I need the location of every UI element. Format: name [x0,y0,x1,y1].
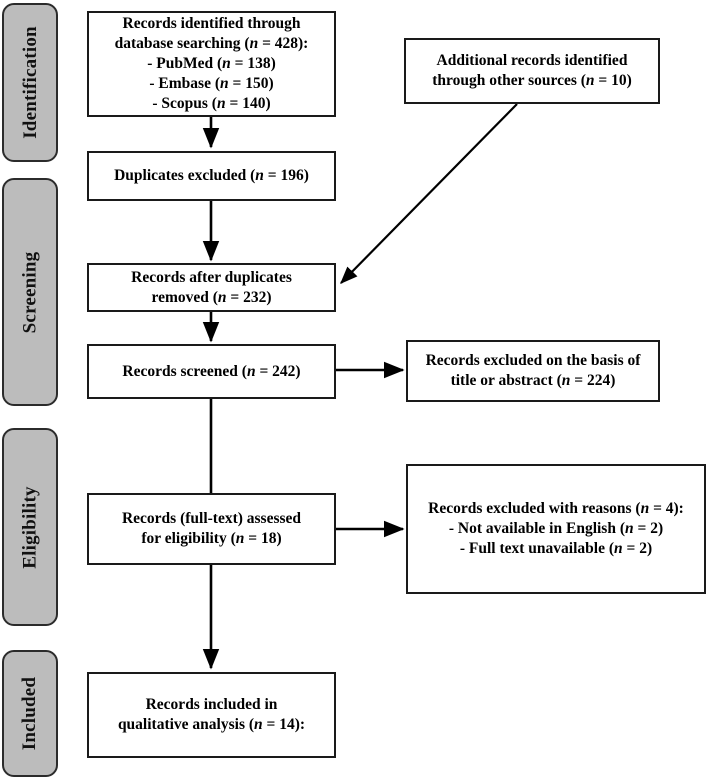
stage-tab-screening: Screening [2,178,58,406]
connector-additional-to-after [340,103,518,284]
box-records-excluded-with-reasons: Records excluded with reasons (n = 4): -… [406,464,706,594]
box-records-included-qualitative-text: Records included in qualitative analysis… [117,696,306,733]
box-records-after-duplicates-text: Records after duplicates removed (n = 23… [131,268,292,306]
box-duplicates-excluded-text: Duplicates excluded (n = 196) [114,167,309,185]
box-records-excluded-title-abstract-text: Records excluded on the basis of title o… [425,352,641,389]
box-records-included-qualitative: Records included in qualitative analysis… [87,672,336,758]
stage-tab-identification-label: Identification [19,26,41,139]
box-fulltext-assessed: Records (full-text) assessed for eligibi… [87,493,336,565]
stage-tab-screening-label: Screening [19,251,41,333]
stage-tab-identification: Identification [2,3,58,162]
box-additional-records-text: Additional records identified through ot… [432,52,632,89]
stage-tab-included: Included [2,650,58,777]
box-records-identified-text: Records identified through database sear… [114,15,309,112]
box-duplicates-excluded: Duplicates excluded (n = 196) [87,151,336,201]
stage-tab-eligibility-label: Eligibility [19,485,41,569]
box-additional-records: Additional records identified through ot… [404,38,660,104]
stage-tab-included-label: Included [19,676,41,751]
box-fulltext-assessed-text: Records (full-text) assessed for eligibi… [121,510,302,547]
box-records-excluded-title-abstract: Records excluded on the basis of title o… [406,340,660,402]
box-records-after-duplicates: Records after duplicates removed (n = 23… [87,263,336,312]
box-records-screened-text: Records screened (n = 242) [122,362,301,380]
box-records-screened: Records screened (n = 242) [87,344,336,399]
box-records-excluded-with-reasons-text: Records excluded with reasons (n = 4): -… [428,500,684,557]
stage-tab-eligibility: Eligibility [2,428,58,626]
box-records-identified: Records identified through database sear… [87,11,336,117]
